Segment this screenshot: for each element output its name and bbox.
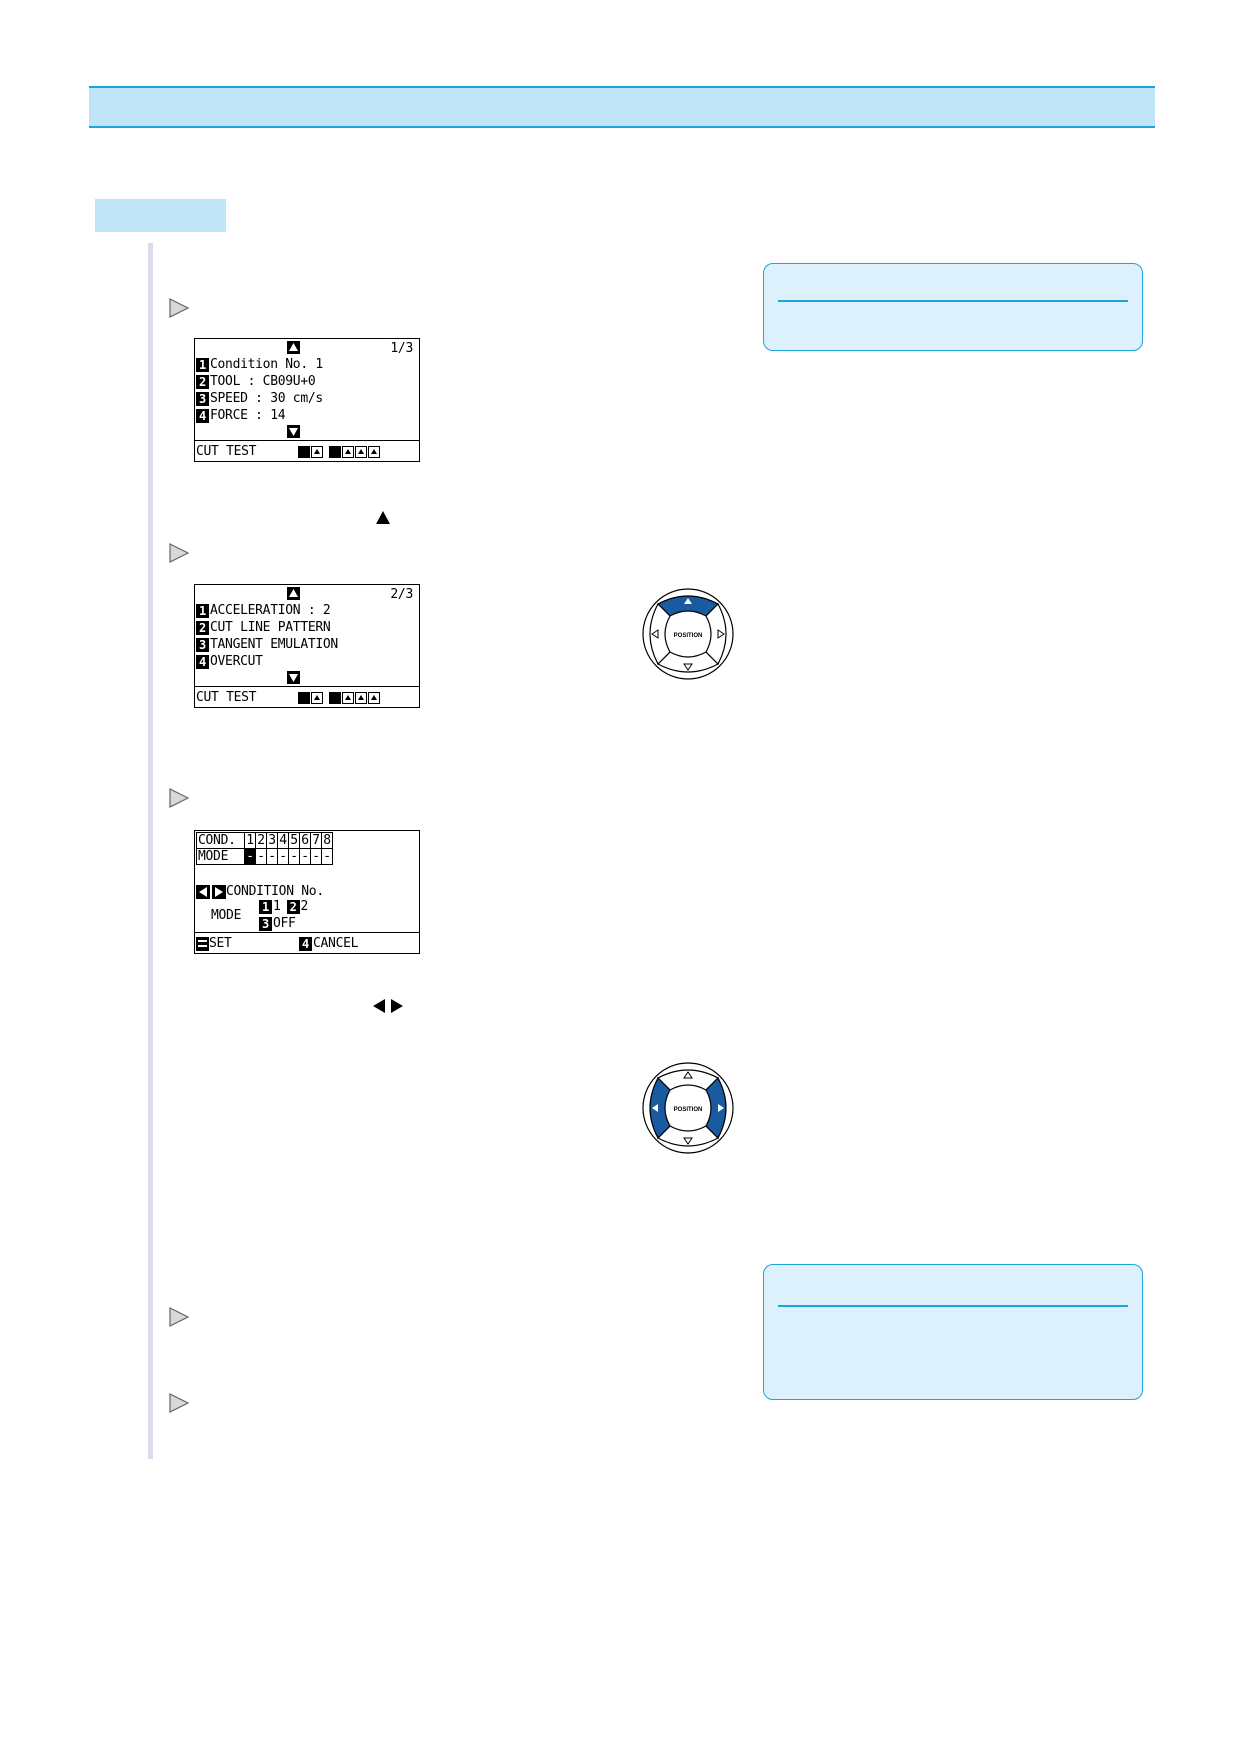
scroll-up-icon — [287, 587, 300, 600]
page-indicator: 2/3 — [390, 587, 413, 602]
scroll-down-icon — [287, 425, 300, 438]
mode-cell-selected: - — [244, 848, 256, 865]
step-triangle-icon — [169, 543, 190, 563]
enter-key-icon — [196, 936, 209, 951]
lcd-function-bar: CUT TEST — [195, 686, 419, 707]
mode-cell: - — [255, 848, 267, 865]
step-triangle-icon — [169, 1307, 190, 1327]
cond-label: COND. — [196, 832, 245, 849]
mode-label: MODE — [196, 848, 245, 865]
cond-cell: 2 — [255, 832, 267, 849]
mode-cell: - — [288, 848, 300, 865]
mode-cell: - — [310, 848, 322, 865]
cond-cell: 5 — [288, 832, 300, 849]
step-triangle-icon — [169, 788, 190, 808]
cond-cell: 6 — [299, 832, 311, 849]
lcd-screen-condition-mode: COND. 1 2 3 4 5 6 7 8 MODE - - - - - - -… — [194, 830, 420, 954]
lcd-bar-label: CUT TEST — [196, 690, 257, 705]
mode-cell: - — [266, 848, 278, 865]
note-box-top — [763, 263, 1143, 351]
step-rail — [148, 243, 153, 1459]
step-triangle-icon — [169, 298, 190, 318]
left-right-key-icon — [196, 884, 226, 899]
cond-cell: 8 — [321, 832, 333, 849]
mode-cell: - — [321, 848, 333, 865]
step-triangle-icon — [169, 1393, 190, 1413]
scroll-up-icon — [287, 341, 300, 354]
mode-cell: - — [277, 848, 289, 865]
lcd-bar-label: CUT TEST — [196, 444, 257, 459]
left-right-arrows-icon — [373, 999, 403, 1013]
cond-cell: 7 — [310, 832, 322, 849]
position-label: POSITION — [674, 633, 703, 639]
lcd-function-bar: CUT TEST — [195, 440, 419, 461]
position-pad-up-highlighted-icon: POSITION — [642, 588, 734, 680]
position-pad-left-right-highlighted-icon: POSITION — [642, 1062, 734, 1154]
cond-cell: 3 — [266, 832, 278, 849]
up-arrow-icon — [376, 511, 390, 524]
cond-cell: 4 — [277, 832, 289, 849]
note-box-bottom — [763, 1264, 1143, 1400]
set-label: SET — [196, 935, 232, 952]
position-label: POSITION — [674, 1107, 703, 1113]
condition-no-row: CONDITION No. — [196, 883, 324, 900]
nav-key-icons — [298, 446, 380, 458]
note-rule — [778, 1305, 1128, 1307]
header-band — [89, 86, 1155, 128]
condition-mode-grid: COND. 1 2 3 4 5 6 7 8 MODE - - - - - - -… — [196, 832, 333, 865]
cond-cell: 1 — [244, 832, 256, 849]
scroll-down-icon — [287, 671, 300, 684]
note-rule — [778, 300, 1128, 302]
page-indicator: 1/3 — [390, 341, 413, 356]
section-tab — [95, 199, 226, 232]
mode-cell: - — [299, 848, 311, 865]
nav-key-icons — [298, 692, 380, 704]
mode-text: MODE — [211, 908, 242, 923]
